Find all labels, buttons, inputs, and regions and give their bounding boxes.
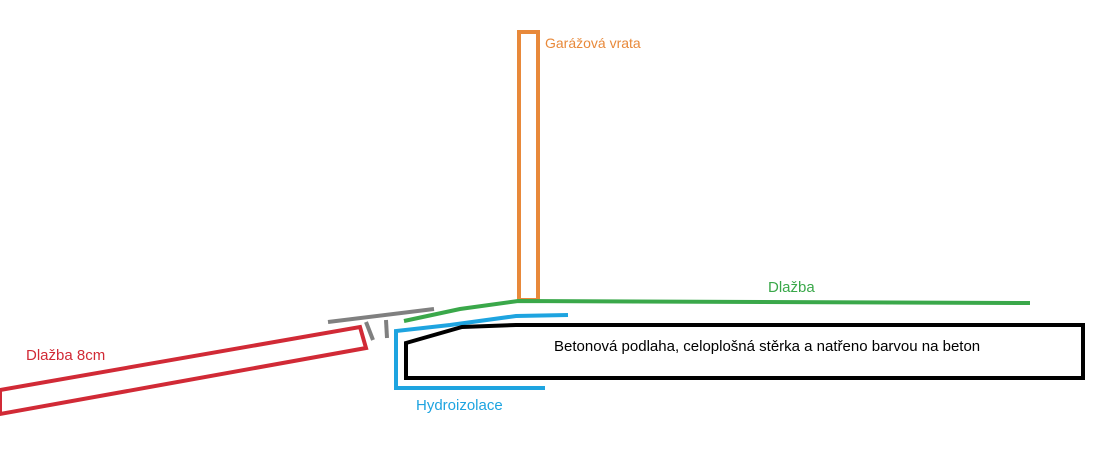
concrete-floor-shape bbox=[404, 323, 1085, 380]
garage-door-shape bbox=[517, 30, 540, 302]
garage-door-label: Garážová vrata bbox=[545, 35, 641, 51]
paving-8cm-shape bbox=[0, 324, 369, 417]
concrete-floor-label: Betonová podlaha, celoplošná stěrka a na… bbox=[554, 338, 980, 355]
waterproofing-label: Hydroizolace bbox=[416, 397, 503, 414]
paving-8cm-label: Dlažba 8cm bbox=[26, 347, 105, 364]
paving-label: Dlažba bbox=[768, 279, 815, 296]
drain-channel bbox=[327, 307, 435, 341]
waterproofing-upper-line bbox=[394, 313, 569, 390]
paving-line bbox=[403, 298, 1031, 323]
